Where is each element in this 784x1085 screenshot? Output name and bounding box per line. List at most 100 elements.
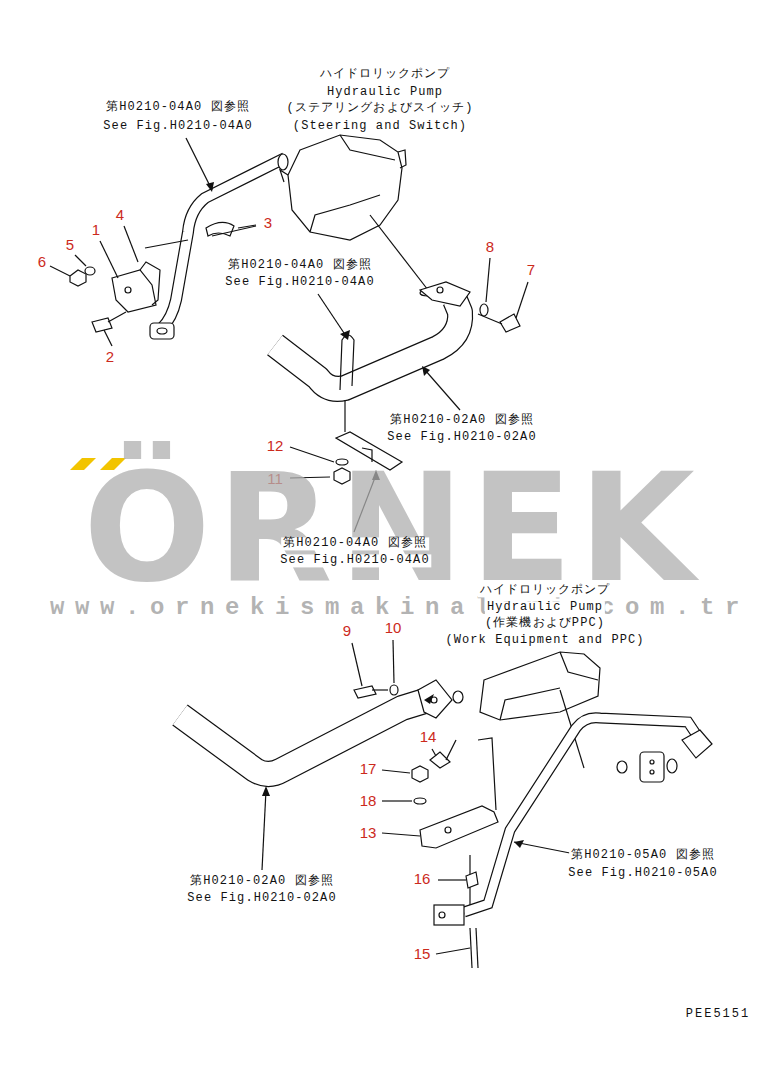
drawing-line: [470, 928, 472, 968]
drawing-line: [180, 700, 428, 774]
drawing-line: [439, 912, 445, 918]
annotation-text: 第H0210-04A0 図参照: [226, 259, 374, 272]
drawing-line: [480, 652, 600, 720]
drawing-line: [50, 266, 70, 276]
drawing-line: [425, 370, 460, 410]
drawing-line: [288, 135, 402, 240]
drawing-line: [437, 287, 443, 293]
callout-number: 2: [105, 349, 115, 366]
drawing-line: [212, 226, 256, 236]
drawing-line: [393, 640, 394, 683]
annotation-text: See Fig.H0210-05A0: [566, 867, 719, 880]
drawing-line: [124, 226, 138, 262]
drawing-line: [382, 833, 420, 836]
drawing-line: [682, 730, 712, 758]
annotation-text: ハイドロリックポンプ: [318, 68, 453, 81]
annotation-text: (Work Equipment and PPC): [443, 634, 646, 647]
annotation-text: (Steering and Switch): [291, 120, 469, 133]
drawing-line: [125, 287, 131, 293]
drawing-line: [278, 154, 288, 170]
callout-number: 9: [342, 623, 352, 640]
drawing-line: [414, 798, 426, 804]
drawing-line: [650, 760, 654, 764]
drawing-line: [75, 255, 86, 266]
drawing-line: [418, 680, 452, 718]
drawing-line: [453, 691, 463, 703]
annotation-text: See Fig.H0210-04A0: [101, 120, 254, 133]
drawing-line: [352, 643, 362, 686]
callout-number: 5: [65, 237, 75, 254]
arrowhead: [424, 694, 434, 704]
drawing-line: [464, 718, 700, 912]
drawing-line: [560, 652, 598, 680]
drawing-line: [262, 790, 266, 870]
callout-number: 1: [91, 222, 101, 239]
drawing-line: [466, 872, 478, 888]
drawing: [50, 135, 712, 968]
drawing-line: [617, 761, 627, 773]
annotation-text: Hydraulic Pump: [485, 601, 605, 614]
drawing-line: [434, 905, 464, 925]
drawing-line: [310, 195, 380, 232]
drawing-line: [480, 304, 488, 316]
callout-number: 15: [413, 946, 432, 963]
drawing-line: [104, 330, 112, 346]
drawing-line: [446, 740, 456, 760]
drawing-line: [238, 225, 256, 228]
drawing-line: [340, 335, 354, 390]
drawing-line: [100, 241, 118, 278]
annotation-text: Hydraulic Pump: [325, 86, 445, 99]
arrowhead: [340, 330, 350, 340]
callout-number: 3: [263, 215, 273, 232]
arrowhead: [262, 786, 270, 796]
drawing-line: [280, 170, 288, 182]
drawing-line: [640, 752, 664, 782]
callout-number: 18: [359, 793, 378, 810]
annotation-text: (作業機およびPPC): [483, 617, 607, 630]
drawing-line: [436, 948, 470, 954]
annotation-text: 第H0210-05A0 図参照: [569, 849, 717, 862]
drawing-line: [162, 158, 285, 328]
drawing-line: [667, 759, 677, 773]
annotation-text: See Fig.H0210-04A0: [223, 276, 376, 289]
annotation-text: (ステアリングおよびスイッチ): [285, 102, 476, 115]
drawing-line: [157, 328, 167, 334]
drawing-line: [354, 686, 376, 698]
drawing-line: [318, 294, 346, 336]
watermark-url: www.ornekismakinalari.com.tr: [50, 595, 750, 621]
callout-number: 4: [115, 207, 125, 224]
drawing-line: [372, 689, 388, 690]
callout-number: 7: [526, 262, 536, 279]
drawing-line: [145, 240, 188, 248]
callout-number: 13: [359, 825, 378, 842]
drawing-line: [186, 138, 212, 190]
drawing-line: [340, 135, 395, 160]
arrowhead: [422, 366, 430, 376]
annotation-text: 第H0210-02A0 図参照: [188, 875, 336, 888]
arrowhead: [514, 840, 524, 848]
drawing-line: [650, 770, 654, 774]
drawing-line: [108, 312, 126, 322]
annotation-text: See Fig.H0210-04A0: [278, 554, 431, 567]
drawing-line: [412, 766, 428, 782]
drawing-line: [382, 800, 412, 801]
drawing-code: PEE5151: [686, 1008, 750, 1021]
callout-number: 14: [419, 729, 438, 746]
drawing-line: [445, 827, 451, 833]
drawing-line: [382, 770, 410, 773]
callout-number: 10: [384, 620, 403, 637]
annotation-text: 第H0210-04A0 図参照: [104, 101, 252, 114]
callout-number: 8: [485, 239, 495, 256]
drawing-line: [516, 282, 528, 318]
drawing-line: [275, 300, 460, 389]
drawing-line: [500, 688, 560, 720]
annotation-text: 第H0210-04A0 図参照: [281, 537, 429, 550]
callout-number: 16: [413, 871, 432, 888]
drawing-line: [275, 300, 460, 389]
drawing-line: [92, 318, 112, 332]
drawing-line: [344, 400, 345, 432]
arrowhead: [206, 182, 214, 192]
drawing-line: [162, 158, 285, 328]
drawing-line: [140, 262, 160, 305]
drawing-line: [476, 928, 478, 968]
